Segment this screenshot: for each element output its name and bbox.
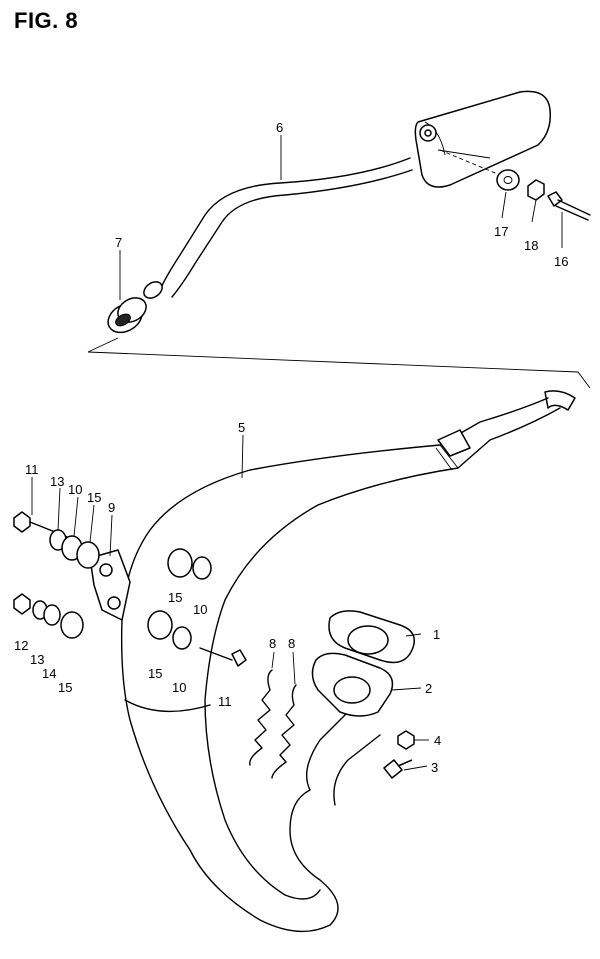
callout-label: 2 — [425, 681, 432, 696]
exhaust-pipe — [120, 390, 576, 933]
callout-labels: 1 2 3 4 5 6 7 8 8 9 10 10 10 10 11 11 12… — [14, 120, 568, 775]
callout-label: 10 — [193, 602, 207, 617]
callout-label: 6 — [276, 120, 283, 135]
mount-bolt — [199, 647, 247, 667]
callout-label: 4 — [434, 733, 441, 748]
callout-label: 13 — [30, 652, 44, 667]
washer — [496, 169, 520, 191]
figure-title: FIG. 8 — [14, 8, 79, 33]
connector-pipe — [159, 157, 411, 291]
callout-label: 5 — [238, 420, 245, 435]
callout-label: 18 — [524, 238, 538, 253]
washer — [147, 610, 173, 640]
callout-label: 8 — [269, 636, 276, 651]
callout-label: 8 — [288, 636, 295, 651]
callout-label: 14 — [42, 666, 56, 681]
nut — [13, 593, 31, 615]
washer — [192, 556, 212, 580]
callout-label: 10 — [68, 482, 82, 497]
callout-label: 15 — [148, 666, 162, 681]
callout-label: 13 — [50, 474, 64, 489]
callout-label: 11 — [25, 462, 39, 477]
callout-label: 12 — [14, 638, 28, 653]
washer — [167, 548, 193, 578]
washer — [60, 611, 84, 639]
exhaust-gasket — [328, 610, 415, 664]
pipe-clamp — [107, 297, 147, 334]
callout-label: 11 — [218, 694, 232, 709]
washer — [172, 626, 192, 650]
exhaust-joint — [311, 652, 394, 717]
callout-label: 10 — [172, 680, 186, 695]
callout-label: 15 — [168, 590, 182, 605]
callout-label: 7 — [115, 235, 122, 250]
bolt — [547, 191, 591, 221]
flange-bolt — [383, 759, 413, 779]
callout-label: 1 — [433, 627, 440, 642]
callout-label: 17 — [494, 224, 508, 239]
callout-label: 3 — [431, 760, 438, 775]
nut — [527, 179, 545, 201]
washer — [43, 604, 61, 626]
pipe-hanger-bracket — [437, 429, 471, 457]
callout-label: 16 — [554, 254, 568, 269]
assembly-divider — [87, 337, 591, 389]
callout-label: 9 — [108, 500, 115, 515]
washer — [76, 541, 100, 569]
callout-label: 15 — [58, 680, 72, 695]
flange-nut — [397, 730, 415, 750]
callout-leaders — [31, 135, 563, 771]
exhaust-spring — [249, 669, 297, 779]
silencer-assembly — [143, 90, 551, 299]
callout-label: 15 — [87, 490, 101, 505]
mount-bracket — [89, 549, 131, 621]
silencer-body — [414, 90, 551, 188]
